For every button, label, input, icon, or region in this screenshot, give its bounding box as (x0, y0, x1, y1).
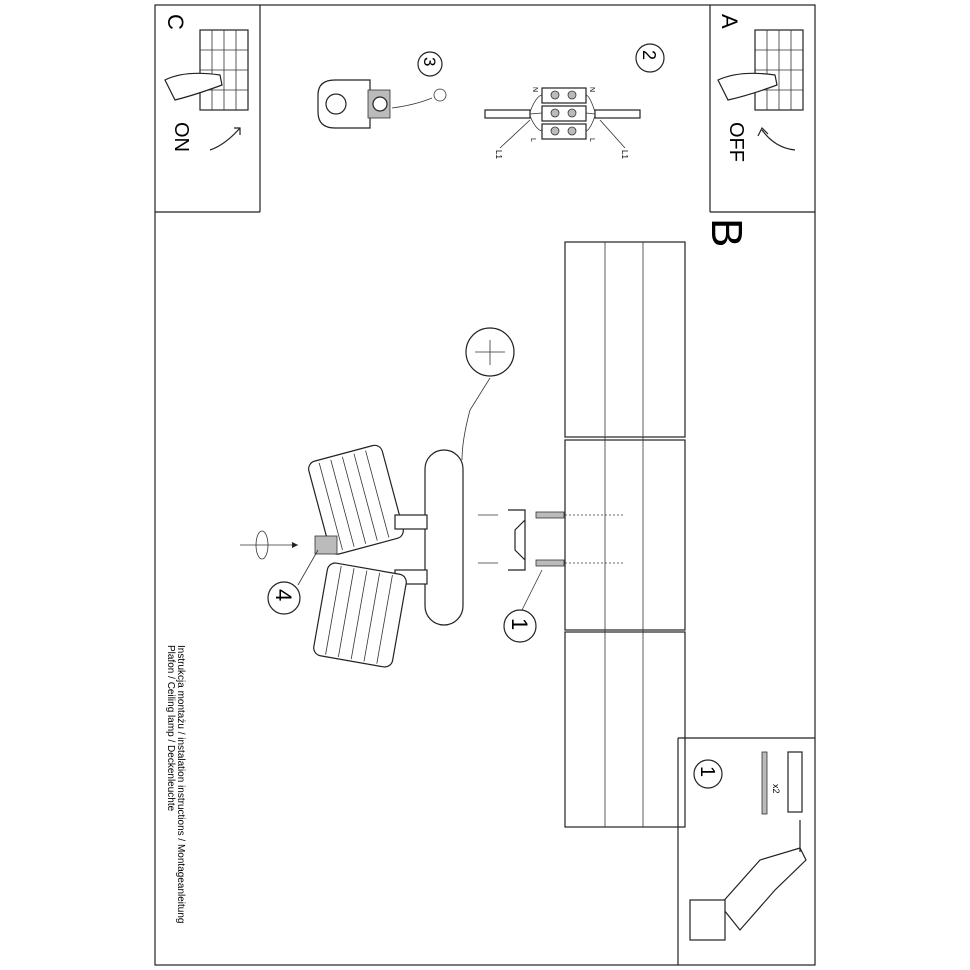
svg-text:N: N (588, 87, 595, 92)
panel-a-state: OFF (725, 122, 747, 162)
wiring-diagram: 2 N N L L L1 L1 (484, 43, 665, 159)
panel-c-state: ON (170, 122, 192, 152)
kit-panel: 1 x2 (677, 737, 815, 965)
caption-line-2: Plafon / Ceiling lamp / Deckenleuchte (165, 645, 176, 812)
outer-frame (154, 4, 816, 966)
screw-icon (535, 511, 565, 519)
svg-text:L1: L1 (620, 150, 629, 159)
ground-icon (433, 88, 447, 102)
screw-icon (761, 751, 768, 815)
mounting-bracket: 1 (478, 509, 625, 643)
rotate-arrow-icon (761, 129, 796, 151)
lamp-base (424, 449, 464, 626)
svg-text:3: 3 (420, 57, 439, 66)
panel-a-letter: A (717, 14, 742, 29)
wall-plug-icon (787, 751, 803, 813)
step-2-badge (635, 43, 665, 73)
svg-text:L: L (529, 138, 536, 142)
panel-c-letter: C (163, 14, 188, 30)
panel-b-letter: B (702, 218, 751, 247)
ground-symbol-icon (465, 327, 515, 377)
rotate-arrow-icon (209, 127, 241, 151)
svg-text:1: 1 (507, 618, 532, 630)
hand-icon (717, 72, 778, 101)
rotate-icon (255, 530, 269, 560)
screw-icon (535, 559, 565, 567)
bulb-icon (314, 535, 338, 555)
lamp-shade-lower (313, 562, 407, 668)
panel-a: A OFF (709, 5, 815, 213)
caption-line-1: Instrukcja montażu / instalation instruc… (175, 645, 186, 924)
terminal-block-icon (754, 29, 804, 111)
ceiling (564, 241, 686, 828)
svg-text:4: 4 (271, 589, 296, 601)
terminal-block-icon (199, 29, 249, 111)
svg-text:L1: L1 (494, 150, 503, 159)
panel-c: C ON (155, 5, 261, 213)
hand-icon (164, 72, 223, 101)
ground-connection: 3 (317, 51, 447, 129)
lamp-shade-upper (308, 444, 404, 555)
svg-text:2: 2 (639, 50, 659, 60)
svg-text:N: N (531, 87, 538, 92)
svg-text:1: 1 (696, 766, 718, 777)
svg-text:x2: x2 (771, 784, 781, 794)
ceiling-lamp: 4 (240, 327, 515, 668)
svg-text:L: L (588, 138, 595, 142)
drill-icon (719, 847, 807, 931)
